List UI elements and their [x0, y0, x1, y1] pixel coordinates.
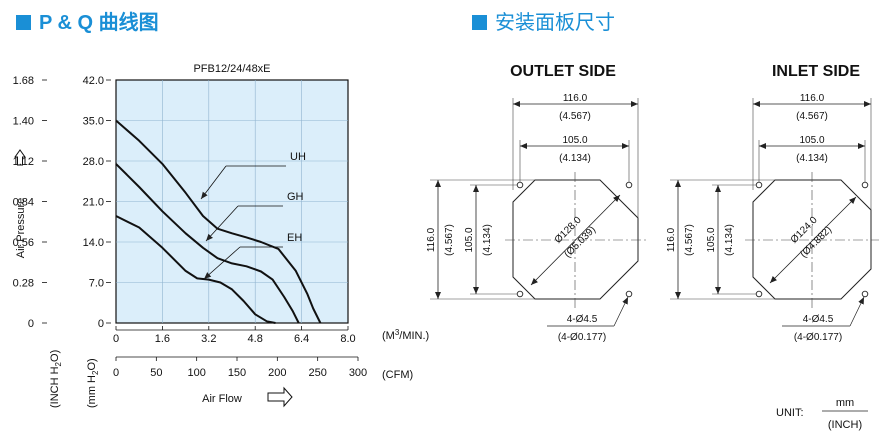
outlet-title: OUTLET SIDE — [510, 63, 616, 80]
svg-text:(4.134): (4.134) — [559, 153, 591, 164]
x-tick-label-m3: 4.8 — [248, 333, 263, 345]
x-tick-label-cfm: 150 — [228, 367, 246, 379]
svg-text:116.0: 116.0 — [563, 93, 588, 104]
svg-text:116.0: 116.0 — [800, 93, 825, 104]
pq-title-text: P & Q 曲线图 — [39, 12, 159, 34]
y-axis-title: Air Pressure — [15, 198, 27, 259]
right-unit-label: (mm H2O) — [86, 358, 100, 408]
left-tick-label: 1.12 — [13, 156, 34, 168]
curve-label-eh: EH — [203, 232, 302, 280]
svg-text:4-Ø4.5: 4-Ø4.5 — [567, 314, 598, 325]
mount-section-title: 安装面板尺寸 — [472, 6, 615, 35]
right-arrow-icon — [267, 386, 293, 408]
x-tick-label-cfm: 0 — [113, 367, 119, 379]
inlet-title: INLET SIDE — [772, 63, 860, 80]
svg-text:(4.134): (4.134) — [796, 153, 828, 164]
left-tick-label: 0.84 — [13, 197, 34, 209]
inlet-side-drawing: INLET SIDE 116.0 (4.567) 105.0 (4.134) 1… — [666, 63, 879, 343]
chart-model-label: PFB12/24/48xE — [193, 63, 270, 75]
outlet-side-drawing: OUTLET SIDE 116.0 (4.567) 105 — [426, 63, 646, 343]
right-tick-label: 14.0 — [83, 237, 104, 249]
right-tick-label: 42.0 — [83, 75, 104, 87]
svg-text:105.0: 105.0 — [562, 135, 587, 146]
svg-text:(4.567): (4.567) — [796, 111, 828, 122]
outlet-flange-outline — [512, 179, 639, 300]
left-unit-label: (INCH H2O) — [49, 350, 63, 408]
x-unit-cfm-label: (CFM) — [382, 369, 413, 381]
svg-text:(INCH): (INCH) — [828, 419, 862, 431]
curve-gh — [115, 163, 300, 324]
outlet-mount-holes — [516, 181, 633, 298]
curve-label-uh: UH — [200, 151, 306, 200]
x-tick-label-cfm: 100 — [187, 367, 205, 379]
curve-eh — [115, 215, 276, 324]
x-tick-label-cfm: 200 — [268, 367, 286, 379]
x-unit-m3-label: (M3/MIN.) — [382, 328, 429, 342]
up-arrow-icon — [14, 149, 26, 166]
svg-text:105.0: 105.0 — [799, 135, 824, 146]
svg-text:(4-Ø0.177): (4-Ø0.177) — [794, 332, 842, 343]
bullet-square-icon — [16, 15, 31, 30]
x-tick-label-m3: 6.4 — [294, 333, 309, 345]
svg-text:(4.134): (4.134) — [724, 224, 735, 256]
left-tick-label: 1.40 — [13, 116, 34, 128]
curve-uh — [115, 119, 322, 324]
left-tick-label: 0 — [28, 318, 34, 330]
unit-legend: UNIT: mm (INCH) — [776, 397, 868, 431]
x-tick-label-m3: 1.6 — [155, 333, 170, 345]
plot-grid — [116, 80, 348, 323]
svg-text:EH: EH — [287, 232, 302, 244]
right-axis-ticks: 42.0 35.0 28.0 21.0 14.0 7.0 0 — [83, 75, 111, 330]
right-tick-label: 0 — [98, 318, 104, 330]
left-axis-ticks: 1.68 1.40 1.12 0.84 0.56 0.28 0 — [13, 75, 47, 330]
x-tick-label-m3: 3.2 — [201, 333, 216, 345]
right-tick-label: 21.0 — [83, 197, 104, 209]
x-axis-m3: 0 1.6 3.2 4.8 6.4 8.0 — [113, 326, 356, 345]
pq-section-title: P & Q 曲线图 — [16, 6, 159, 35]
svg-text:(4.567): (4.567) — [444, 224, 455, 256]
x-axis-cfm: 0 50 100 150 200 250 300 — [113, 356, 367, 379]
curve-label-gh: GH — [205, 191, 304, 242]
left-tick-label: 0.28 — [13, 278, 34, 290]
svg-text:mm: mm — [836, 397, 854, 409]
svg-text:UNIT:: UNIT: — [776, 407, 804, 419]
svg-text:116.0: 116.0 — [666, 227, 677, 252]
svg-text:(4.567): (4.567) — [559, 111, 591, 122]
right-tick-label: 28.0 — [83, 156, 104, 168]
svg-text:4-Ø4.5: 4-Ø4.5 — [803, 314, 834, 325]
x-tick-label-m3: 8.0 — [340, 333, 355, 345]
x-tick-label-m3: 0 — [113, 333, 119, 345]
x-tick-label-cfm: 300 — [349, 367, 367, 379]
x-tick-label-cfm: 250 — [308, 367, 326, 379]
x-tick-label-cfm: 50 — [150, 367, 162, 379]
svg-text:116.0: 116.0 — [426, 227, 437, 252]
x-axis-title: Air Flow — [202, 393, 242, 405]
curves — [115, 119, 322, 324]
svg-text:(4.134): (4.134) — [482, 224, 493, 256]
right-tick-label: 7.0 — [89, 278, 104, 290]
svg-text:UH: UH — [290, 151, 306, 163]
svg-text:GH: GH — [287, 191, 304, 203]
right-tick-label: 35.0 — [83, 116, 104, 128]
inlet-mount-holes — [755, 181, 869, 298]
svg-text:(4.567): (4.567) — [684, 224, 695, 256]
bullet-square-icon — [472, 15, 487, 30]
pq-chart: PFB12/24/48xE UH GH EH 1.681.401.120. — [13, 63, 430, 408]
svg-text:105.0: 105.0 — [706, 227, 717, 252]
inlet-flange-outline — [752, 179, 872, 300]
left-tick-label: 0.56 — [13, 237, 34, 249]
mount-title-text: 安装面板尺寸 — [495, 12, 615, 34]
svg-text:105.0: 105.0 — [464, 227, 475, 252]
left-tick-label: 1.68 — [13, 75, 34, 87]
svg-text:(4-Ø0.177): (4-Ø0.177) — [558, 332, 606, 343]
